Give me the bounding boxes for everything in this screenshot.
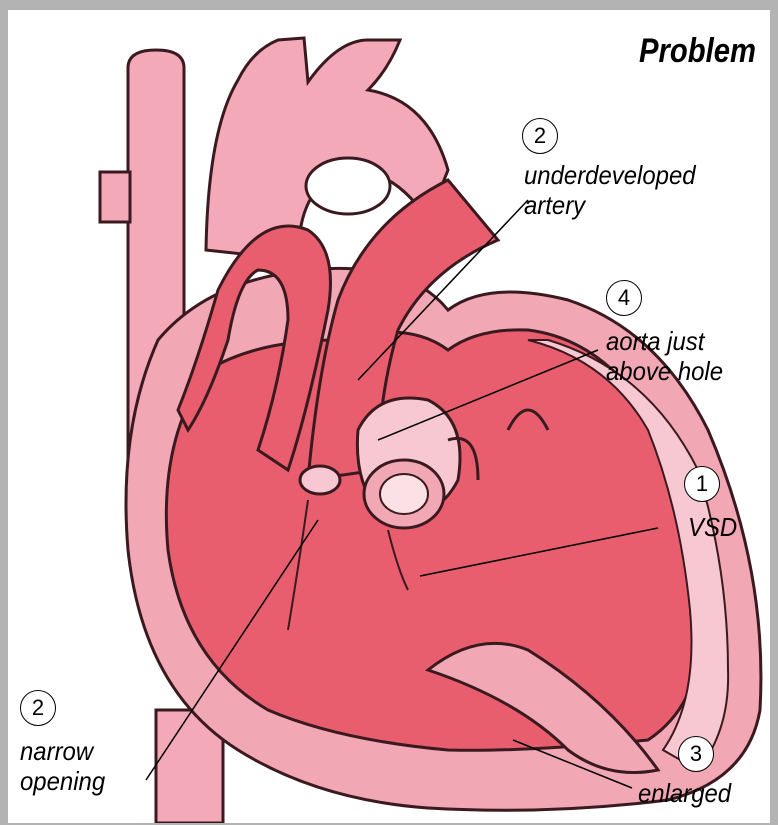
annotation-label: aorta just above hole xyxy=(606,326,723,386)
annotation-line: underdeveloped xyxy=(524,160,696,190)
annotation-number: 3 xyxy=(678,736,714,772)
annotation-line: VSD xyxy=(688,512,737,542)
annotation-label: underdeveloped artery xyxy=(524,160,696,220)
pulmonary-valve xyxy=(300,466,340,494)
diagram-title: Problem xyxy=(639,32,756,71)
annotation-label: narrow opening xyxy=(20,736,105,796)
annotation-number: 1 xyxy=(684,466,720,502)
diagram-frame: Problem 2 underdeveloped artery 4 aorta … xyxy=(8,10,770,823)
arch-opening xyxy=(306,158,390,214)
annotation-number: 2 xyxy=(20,690,56,726)
annotation-label: enlarged xyxy=(638,778,731,808)
annotation-number: 4 xyxy=(606,280,642,316)
annotation-line: opening xyxy=(20,766,105,796)
annotation-line: artery xyxy=(524,190,696,220)
annotation-number: 2 xyxy=(522,118,558,154)
heart-illustration xyxy=(8,10,770,823)
annotation-line: above hole xyxy=(606,356,723,386)
annotation-line: enlarged xyxy=(638,778,731,808)
annotation-line: narrow xyxy=(20,736,105,766)
vena-cava-stub xyxy=(100,172,130,222)
annotation-line: aorta just xyxy=(606,326,723,356)
annotation-label: VSD xyxy=(688,512,737,542)
aortic-valve-inner xyxy=(380,474,428,514)
